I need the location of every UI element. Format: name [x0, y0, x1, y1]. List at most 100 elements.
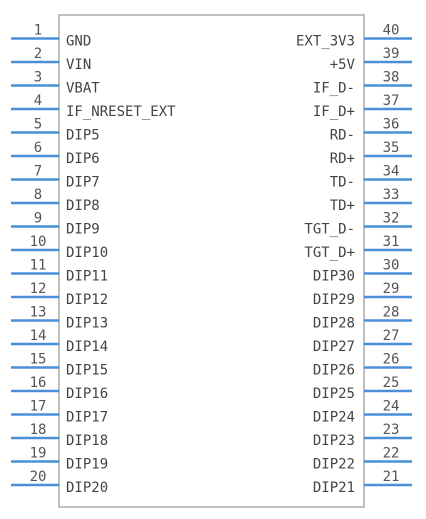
- pin-label: DIP28: [313, 316, 355, 332]
- pin-label: RD+: [330, 151, 355, 167]
- pin-label: IF_D+: [313, 104, 355, 120]
- pin-number: 21: [383, 469, 400, 485]
- pin-number: 5: [34, 117, 42, 133]
- pin-number: 15: [30, 352, 47, 368]
- pin-label: TGT_D-: [304, 222, 355, 238]
- pin-label: DIP5: [66, 128, 100, 144]
- pin-number: 37: [383, 93, 400, 109]
- pin-number: 13: [30, 305, 47, 321]
- pin-label: DIP30: [313, 269, 355, 285]
- pin-number: 36: [383, 117, 400, 133]
- pin-label: RD-: [330, 128, 355, 144]
- pin-number: 23: [383, 422, 400, 438]
- pin-label: IF_D-: [313, 81, 355, 97]
- pin-39: 39 +5V: [330, 46, 412, 73]
- pin-label: DIP16: [66, 386, 108, 402]
- pin-label: DIP11: [66, 269, 108, 285]
- pin-number: 27: [383, 328, 400, 344]
- pin-number: 14: [30, 328, 47, 344]
- pin-label: DIP27: [313, 339, 355, 355]
- pin-number: 24: [383, 399, 400, 415]
- pin-label: DIP19: [66, 457, 108, 473]
- pin-number: 12: [30, 281, 47, 297]
- pin-label: TD-: [330, 175, 355, 191]
- pin-label: VBAT: [66, 81, 100, 97]
- pin-number: 4: [34, 93, 42, 109]
- pin-number: 1: [34, 23, 42, 39]
- pin-label: DIP21: [313, 480, 355, 496]
- pin-number: 6: [34, 140, 42, 156]
- component-body-outline: [58, 14, 365, 508]
- pin-label: DIP18: [66, 433, 108, 449]
- pin-number: 30: [383, 258, 400, 274]
- pin-label: +5V: [330, 57, 356, 73]
- pin-number: 40: [383, 23, 400, 39]
- pin-number: 34: [383, 164, 400, 180]
- pin-number: 22: [383, 446, 400, 462]
- pin-number: 39: [383, 46, 400, 62]
- pin-label: DIP15: [66, 363, 108, 379]
- pin-number: 10: [30, 234, 47, 250]
- pin-label: DIP23: [313, 433, 355, 449]
- pin-label: DIP14: [66, 339, 108, 355]
- pin-label: IF_NRESET_EXT: [66, 104, 176, 120]
- pin-number: 38: [383, 70, 400, 86]
- pin-number: 31: [383, 234, 400, 250]
- pin-number: 33: [383, 187, 400, 203]
- pin-number: 18: [30, 422, 47, 438]
- pin-label: DIP25: [313, 386, 355, 402]
- pin-number: 11: [30, 258, 47, 274]
- pin-label: TGT_D+: [304, 245, 355, 261]
- pin-label: TD+: [330, 198, 355, 214]
- pin-label: DIP22: [313, 457, 355, 473]
- pin-number: 17: [30, 399, 47, 415]
- pin-label: GND: [66, 34, 91, 50]
- pin-number: 25: [383, 375, 400, 391]
- right-pin-column: 40EXT_3V339+5V38IF_D-37IF_D+36RD-35RD+34…: [296, 23, 412, 496]
- pin-number: 19: [30, 446, 47, 462]
- pin-number: 8: [34, 187, 42, 203]
- pin-number: 20: [30, 469, 47, 485]
- pin-number: 3: [34, 70, 42, 86]
- pin-number: 29: [383, 281, 400, 297]
- pin-number: 2: [34, 46, 42, 62]
- pin-label: DIP26: [313, 363, 355, 379]
- pin-label: DIP13: [66, 316, 108, 332]
- pin-label: DIP8: [66, 198, 100, 214]
- pin-label: DIP17: [66, 410, 108, 426]
- pin-label: DIP6: [66, 151, 100, 167]
- pin-number: 28: [383, 305, 400, 321]
- pin-label: DIP7: [66, 175, 100, 191]
- pin-number: 32: [383, 211, 400, 227]
